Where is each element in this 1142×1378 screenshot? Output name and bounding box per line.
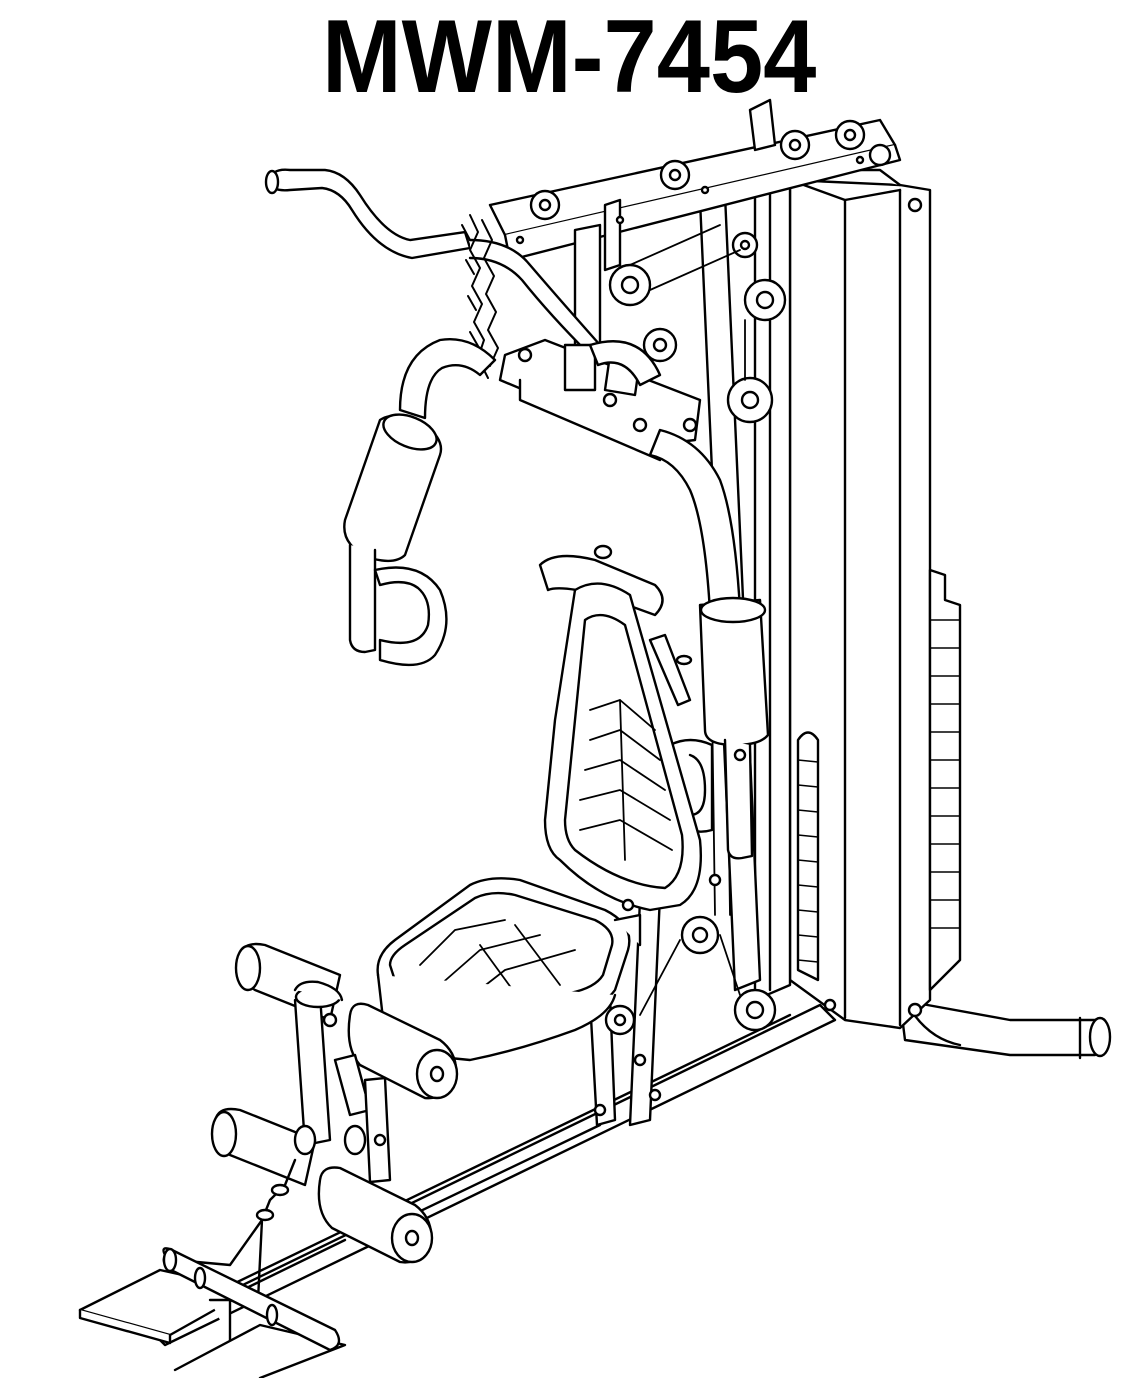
weight-stack-shroud <box>790 170 930 1028</box>
rear-stabilizer <box>900 1000 1110 1058</box>
leg-developer <box>175 944 457 1300</box>
weight-plates <box>930 570 960 990</box>
fasteners <box>595 750 745 1115</box>
backrest <box>540 546 701 910</box>
model-title: MWM-7454 <box>321 0 817 115</box>
top-pulley-beam <box>490 100 900 400</box>
pec-deck-arms <box>344 408 768 859</box>
press-arms <box>400 339 740 612</box>
foot-plate <box>80 1248 345 1378</box>
pulleys <box>606 233 785 1034</box>
base-frame <box>150 1000 1110 1345</box>
